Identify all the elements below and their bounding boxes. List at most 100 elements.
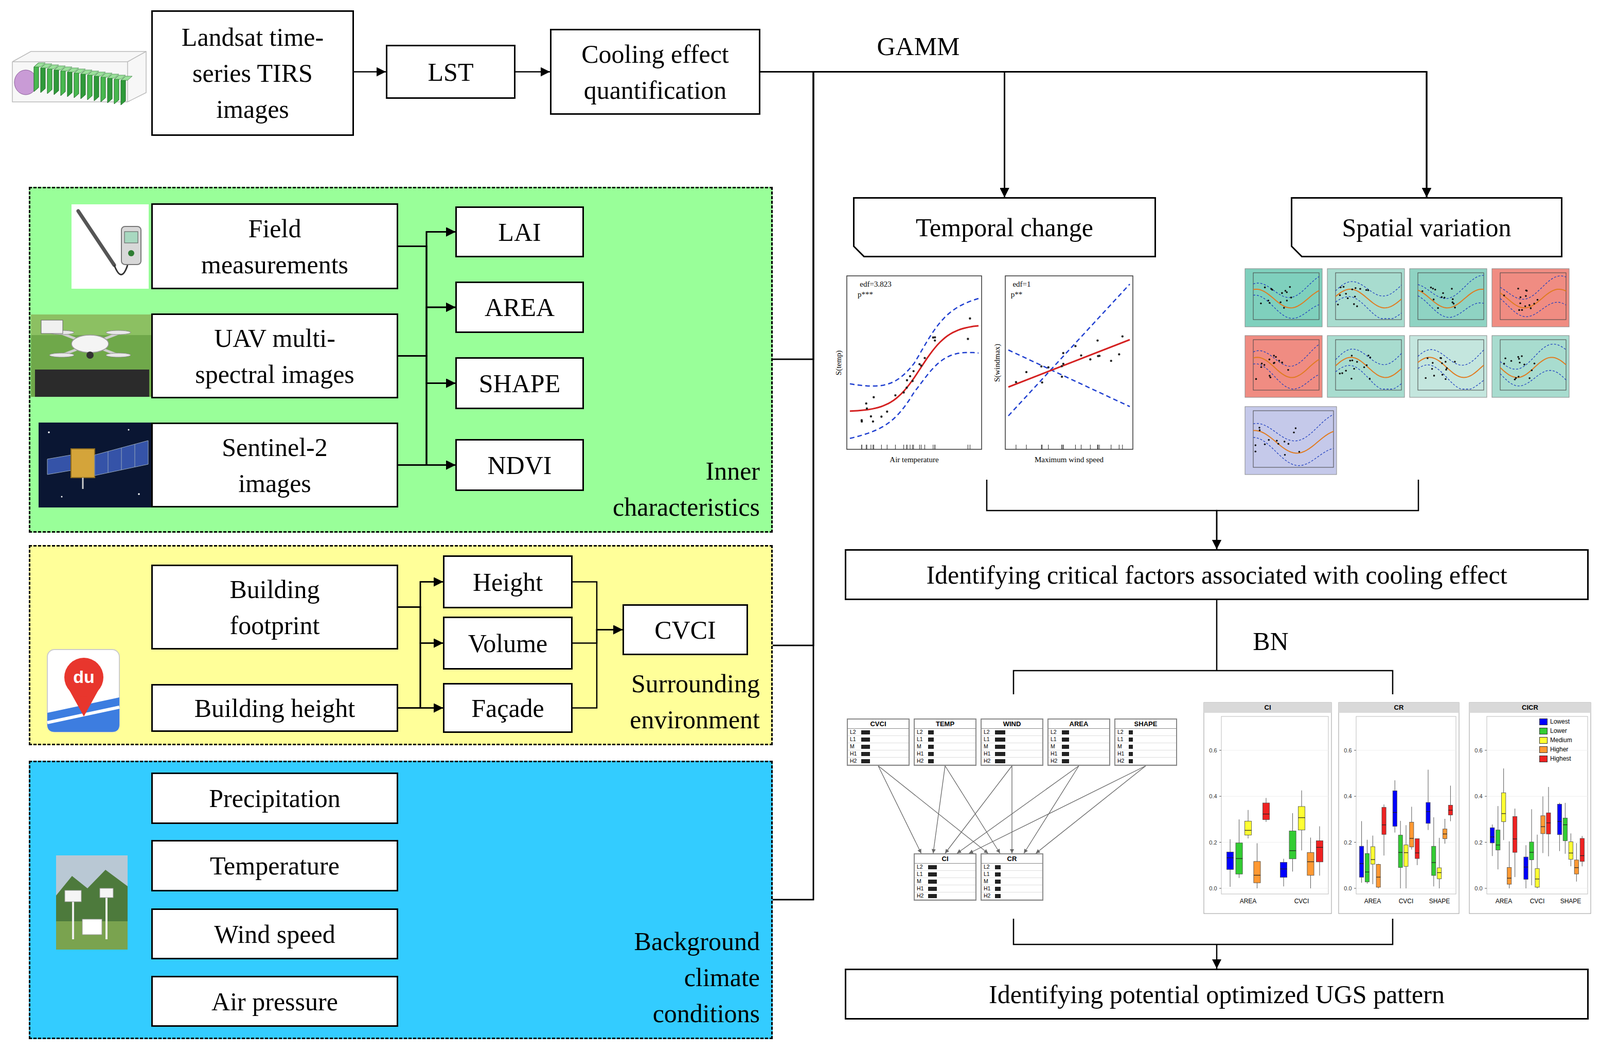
data-point <box>1354 295 1357 298</box>
median <box>1448 809 1453 811</box>
row-label: H2 <box>1048 757 1062 764</box>
median <box>1235 857 1243 859</box>
data-point <box>1430 286 1433 289</box>
box <box>1262 802 1270 820</box>
legend-swatch <box>1539 736 1548 744</box>
icon-bg <box>47 649 120 732</box>
confidence-band <box>1417 275 1484 299</box>
row-label: L2 <box>1115 728 1129 736</box>
node-label: Spatial variation <box>1341 209 1511 246</box>
data-point <box>1446 366 1449 369</box>
row-label: L2 <box>847 728 862 736</box>
group-band: Surrounding environmentBuilding footprin… <box>28 544 773 745</box>
row-label: M <box>981 877 995 885</box>
row-label: L1 <box>981 870 995 878</box>
data-point <box>1117 352 1120 355</box>
median <box>1381 824 1386 825</box>
median <box>1244 829 1252 831</box>
median <box>1289 849 1296 851</box>
linear-fit <box>1008 339 1130 387</box>
tick-label: 0.6 <box>1209 747 1217 754</box>
value-bar <box>928 751 934 756</box>
row-label: M <box>847 742 862 750</box>
data-point <box>966 337 969 340</box>
panel-frame <box>1417 339 1484 390</box>
process-box: Building height <box>151 683 399 732</box>
box <box>1392 790 1397 826</box>
process-box: NDVI <box>455 438 584 491</box>
data-point <box>933 339 936 342</box>
data-point <box>1096 339 1099 342</box>
controller-tablet <box>41 320 63 334</box>
row-label: H1 <box>847 750 862 757</box>
connector <box>760 72 1427 198</box>
plot-frame <box>846 275 982 450</box>
confidence-band <box>1008 283 1130 416</box>
connector <box>398 643 443 708</box>
connector <box>1011 765 1012 853</box>
data-point <box>1264 443 1267 446</box>
data-point <box>1503 294 1506 297</box>
value-bar <box>1128 737 1133 742</box>
data-point <box>1268 374 1271 377</box>
box <box>1443 828 1448 839</box>
rug-tick <box>1122 444 1123 450</box>
data-point <box>1369 356 1372 359</box>
tick-mark <box>1354 749 1357 751</box>
rug-tick <box>1041 444 1042 450</box>
data-point <box>1350 377 1353 380</box>
table-row: H2 <box>914 757 976 765</box>
smooth-curve <box>1500 289 1567 308</box>
stage-tab: Spatial variation <box>1290 197 1563 258</box>
panel-bg <box>1469 702 1591 914</box>
value-bar <box>861 730 870 735</box>
photo-bg <box>71 204 149 289</box>
row-label: L1 <box>1115 735 1129 743</box>
data-point <box>869 415 873 418</box>
space-bg <box>38 422 152 508</box>
confidence-band <box>1253 276 1320 298</box>
row-label: L2 <box>1048 728 1062 736</box>
data-point <box>1525 289 1528 292</box>
row-label: M <box>981 742 995 750</box>
pin-head <box>64 657 104 697</box>
band-fill <box>28 544 773 745</box>
data-point <box>1451 298 1454 301</box>
panel-strip <box>1203 702 1332 713</box>
pole <box>72 897 75 939</box>
data-point <box>1344 369 1347 372</box>
shelter <box>82 918 102 935</box>
data-point <box>1363 366 1366 369</box>
smooth-curve <box>1253 430 1334 454</box>
flow-label: GAMM <box>876 32 960 61</box>
slab-group <box>33 62 133 105</box>
data-point <box>1254 450 1257 453</box>
value-bar <box>994 737 1006 742</box>
pixel-cluster <box>14 69 38 95</box>
axis-title: S(temp) <box>834 350 844 376</box>
data-point <box>1074 344 1077 347</box>
panel-title: CR <box>1394 703 1404 711</box>
median <box>1364 871 1370 873</box>
data-point <box>1267 438 1270 441</box>
median <box>1443 833 1448 834</box>
data-point <box>1337 303 1340 306</box>
data-point <box>1431 367 1434 370</box>
instrument-box <box>64 890 82 902</box>
image-slab <box>60 66 66 96</box>
rug-tick <box>907 444 908 450</box>
box <box>1490 827 1495 843</box>
plot-area <box>1221 716 1329 894</box>
legend-swatch <box>1539 718 1548 725</box>
data-point <box>1365 364 1368 367</box>
data-point <box>1353 367 1356 370</box>
row-label: H1 <box>1048 750 1062 757</box>
rug-tick <box>910 444 911 450</box>
median <box>1557 820 1562 822</box>
rug-tick <box>1041 444 1043 450</box>
data-point <box>1432 287 1435 290</box>
panel-bg <box>1327 335 1405 398</box>
data-point <box>1524 294 1527 297</box>
data-point <box>885 410 888 413</box>
data-point <box>1283 306 1286 309</box>
